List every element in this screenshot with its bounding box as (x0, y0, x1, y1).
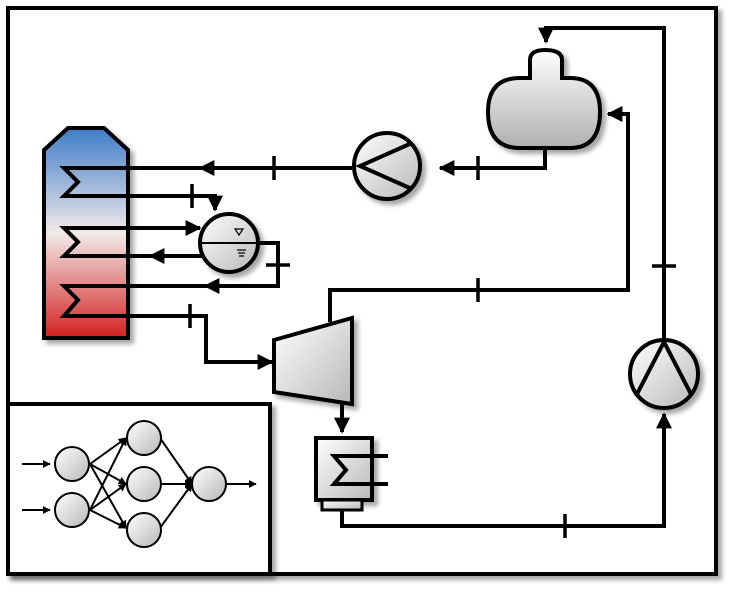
nn-node-hidden (126, 466, 162, 502)
pump-icon (628, 338, 700, 410)
boiler-coil-1 (59, 166, 128, 198)
turbine (272, 315, 354, 407)
pump-icon (352, 131, 422, 201)
nn-node-hidden (126, 420, 162, 456)
turbine-icon (272, 315, 354, 407)
pump-right-chevron (634, 337, 694, 397)
feedwater-tank-icon (485, 47, 603, 150)
condenser-coil (329, 454, 388, 486)
nn-node-hidden (126, 512, 162, 548)
steam-drum (198, 212, 260, 274)
boiler-coil-3 (59, 284, 128, 318)
condenser (314, 436, 388, 512)
pipe-pump-to-tank (538, 26, 666, 340)
neural-network-inset (6, 402, 272, 576)
boiler-coils (59, 166, 128, 318)
condenser-base (320, 498, 364, 512)
feedwater-tank (485, 47, 603, 150)
pipe-drum-to-pump (438, 150, 547, 176)
nn-connections-1 (89, 437, 127, 529)
pipe-network (128, 26, 676, 538)
level-marker-icon (233, 228, 245, 237)
pipe-boiler-to-separator (128, 194, 223, 212)
boiler (42, 126, 130, 340)
pipe-turbine-to-tank (328, 106, 630, 322)
nn-nodes (54, 420, 227, 548)
nn-node-input (54, 492, 90, 528)
pump-right (628, 337, 700, 410)
pump-top-chevron (355, 141, 413, 191)
boiler-coil-2 (59, 226, 128, 258)
neural-network-icon (22, 420, 257, 548)
pump-top (352, 131, 422, 201)
nn-node-output (191, 466, 227, 502)
nn-connections-2 (159, 437, 193, 529)
pipe-boiler-to-turbine (128, 314, 274, 370)
boiler-heat-exchanger-icon (42, 126, 130, 340)
pipe-condenser-to-pump (340, 412, 672, 528)
nn-node-input (54, 446, 90, 482)
